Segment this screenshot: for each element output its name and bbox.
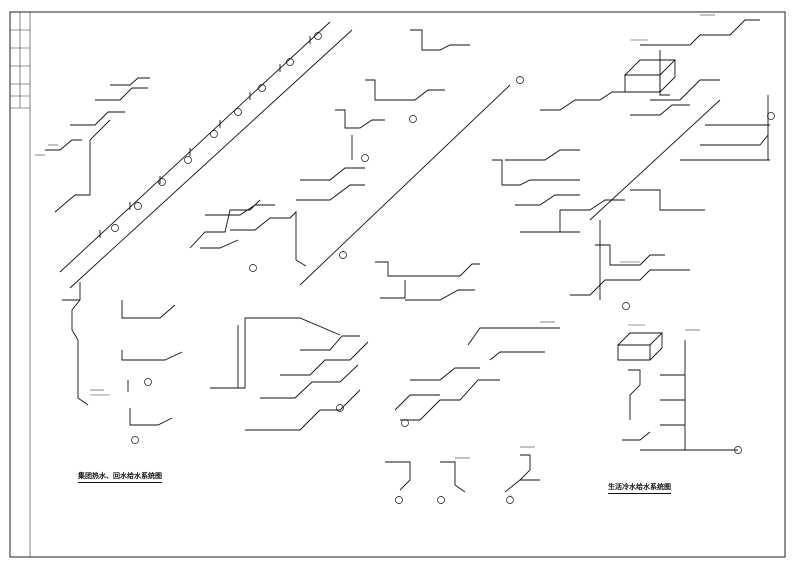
cold-water-riser-diagram [616,332,738,451]
center-right-branches [492,91,640,233]
hot-water-system-caption: 集团热水、回水给水系统图 [78,471,162,483]
sheet-border [9,11,786,558]
bottom-small-details [385,454,540,493]
lower-center-branches [394,327,560,421]
upper-right-equipment [570,19,770,300]
middle-diagonal-main [299,84,511,301]
reference-markers [111,32,775,504]
cold-water-system-caption: 生活冷水给水系统图 [608,482,671,494]
upper-middle-branches [335,29,470,160]
annotation-ticks [35,14,715,459]
title-block [10,12,31,557]
center-bottom-branches [210,317,369,431]
hot-water-riser-diagram [45,21,365,426]
